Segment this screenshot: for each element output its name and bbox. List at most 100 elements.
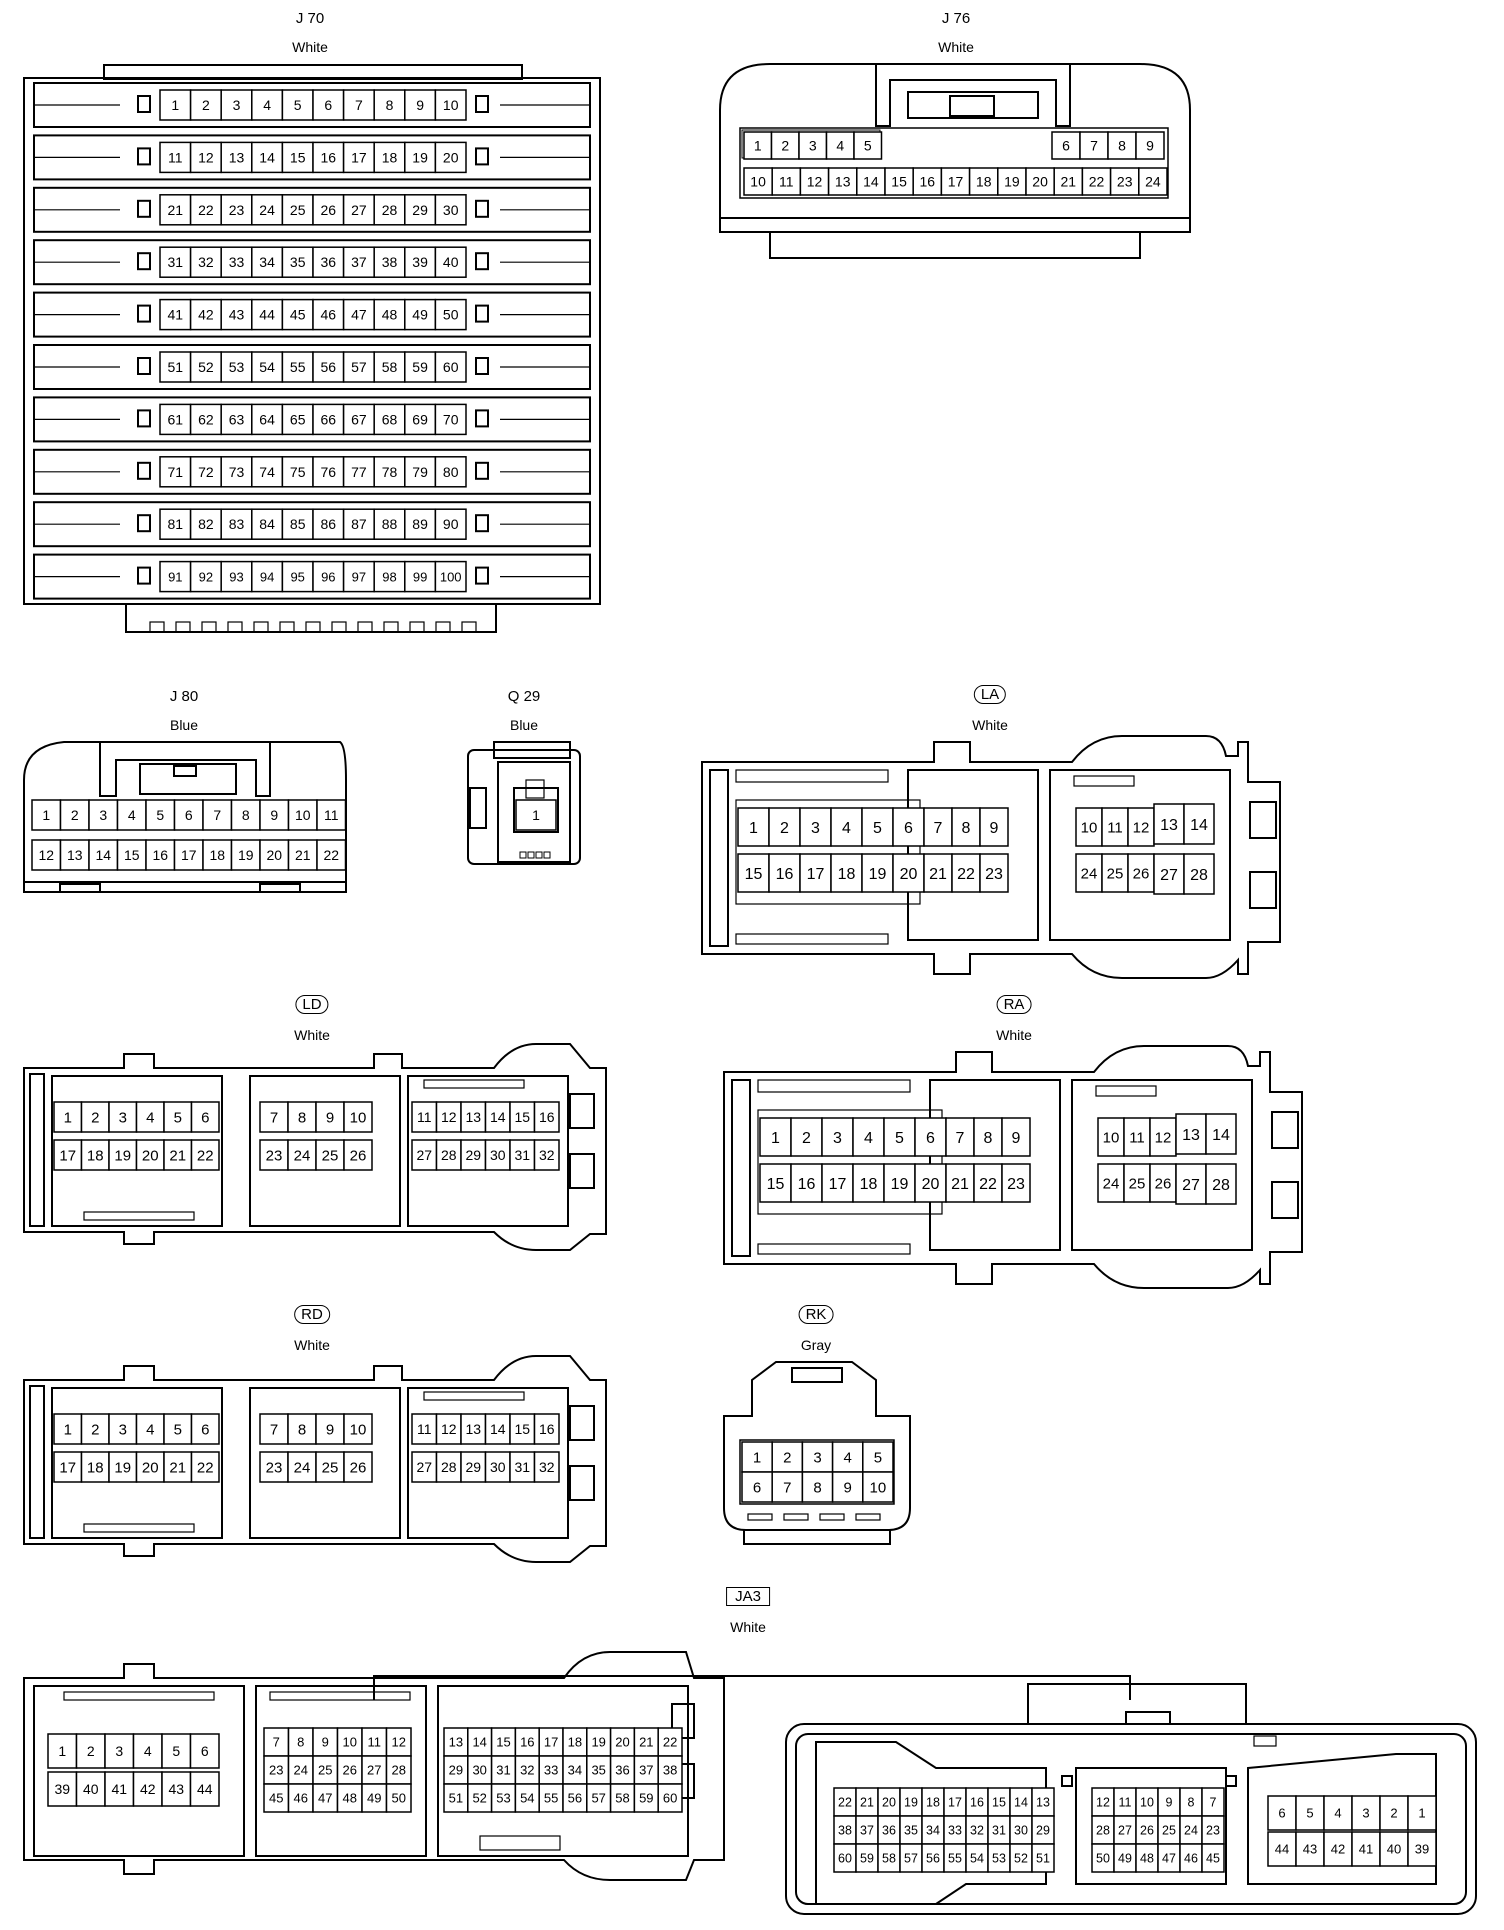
pin-cell-j70-58 [373, 351, 406, 383]
pin-cell-j80-9 [259, 799, 290, 831]
pin-ja3-13: 13 [449, 1735, 463, 1750]
pin-ja3-28: 28 [392, 1763, 406, 1778]
pin-ra-26: 26 [1155, 1175, 1172, 1192]
j70-latch [137, 461, 151, 480]
pin-cell-rd-7 [259, 1413, 289, 1445]
pin-ja3-43: 43 [168, 1781, 184, 1797]
pin-cell-ra-3 [821, 1117, 854, 1157]
j70-latch [475, 199, 489, 218]
j70-latch [475, 461, 489, 480]
pin-ja3-19: 19 [904, 1796, 918, 1810]
pin-j70-27: 27 [351, 202, 367, 218]
connector-color-q29: Blue [509, 717, 539, 733]
pin-ja3-5: 5 [1306, 1806, 1313, 1821]
pin-cell-j70-59 [404, 351, 437, 383]
pin-rd-24: 24 [294, 1459, 311, 1476]
pin-cell-ja3-2 [75, 1733, 106, 1769]
pin-ld-20: 20 [142, 1147, 159, 1164]
pin-cell-ld-30 [484, 1139, 511, 1171]
pin-cell-j70-29 [404, 194, 437, 226]
pin-cell-la-19 [861, 853, 894, 893]
pin-ja3-46: 46 [1184, 1852, 1198, 1866]
pin-cell-j70-83 [220, 508, 253, 540]
pin-cell-j70-17 [342, 141, 375, 174]
pin-j70-79: 79 [412, 464, 428, 480]
pin-j70-87: 87 [351, 516, 367, 532]
pin-j70-10: 10 [443, 97, 459, 113]
pin-cell-j70-91 [159, 560, 192, 593]
pin-cell-la-26 [1127, 853, 1155, 893]
ld-bottom-slot [83, 1211, 195, 1221]
pin-cell-ld-20 [135, 1139, 165, 1171]
pin-j70-86: 86 [321, 516, 337, 532]
pin-cell-ra-5 [883, 1117, 916, 1157]
pin-ja3-46: 46 [294, 1791, 308, 1806]
j70-bottom-tooth [227, 621, 243, 633]
j70-bottom-tooth [357, 621, 373, 633]
pin-cell-rd-6 [190, 1413, 220, 1445]
pin-ra-12: 12 [1155, 1129, 1172, 1146]
pin-cell-la-15 [737, 853, 770, 893]
pin-j70-70: 70 [443, 411, 459, 427]
pin-ja3-31: 31 [496, 1763, 510, 1778]
pin-j76-23: 23 [1117, 174, 1133, 190]
pin-cell-ja3-3 [1351, 1795, 1381, 1831]
pin-rd-18: 18 [87, 1459, 104, 1476]
pin-ja3-35: 35 [904, 1824, 918, 1838]
pin-ra-11: 11 [1129, 1129, 1145, 1146]
pin-j70-59: 59 [412, 359, 428, 375]
pin-cell-ja3-42 [132, 1771, 163, 1807]
pin-cell-ja3-26 [336, 1755, 363, 1785]
pin-j70-92: 92 [199, 569, 213, 584]
pin-cell-rd-20 [135, 1451, 165, 1483]
ra-left-rail [731, 1079, 751, 1257]
pin-cell-ja3-6 [1267, 1795, 1297, 1831]
pin-cell-la-11 [1101, 807, 1129, 847]
pin-ja3-12: 12 [392, 1735, 406, 1750]
pin-la-25: 25 [1107, 865, 1124, 882]
pin-cell-j70-4 [251, 89, 284, 121]
pin-j80-13: 13 [67, 847, 83, 863]
pin-cell-la-12 [1127, 807, 1155, 847]
pin-cell-j70-25 [281, 194, 314, 226]
pin-ja3-30: 30 [1014, 1824, 1028, 1838]
j70-latch [475, 357, 489, 375]
ja3-right-inner [795, 1733, 1467, 1905]
ja3-left-block-b [255, 1685, 427, 1857]
la-bottom-slot [735, 933, 889, 945]
pin-ra-23: 23 [1007, 1176, 1025, 1193]
pin-j76-12: 12 [807, 174, 823, 190]
pin-ja3-21: 21 [639, 1735, 653, 1750]
j70-bottom-tooth [383, 621, 399, 633]
pin-ja3-14: 14 [472, 1735, 486, 1750]
j70-bottom-lock [125, 604, 497, 633]
pin-la-24: 24 [1081, 865, 1098, 882]
pin-ja3-37: 37 [860, 1824, 874, 1838]
pin-j70-56: 56 [321, 359, 337, 375]
pin-j70-63: 63 [229, 411, 245, 427]
ld-left-rail [29, 1073, 45, 1227]
rk-vent [747, 1513, 773, 1521]
pin-j70-98: 98 [382, 569, 396, 584]
pin-cell-ra-8 [973, 1117, 1003, 1157]
pin-ja3-2: 2 [1390, 1806, 1397, 1821]
pin-j70-37: 37 [351, 254, 367, 270]
pin-cell-ra-18 [852, 1163, 885, 1203]
pin-cell-j76-18 [968, 167, 999, 196]
pin-rd-3: 3 [119, 1421, 127, 1438]
pin-cell-j76-4 [825, 131, 855, 160]
pin-j76-24: 24 [1145, 174, 1161, 190]
ld-block-c [407, 1075, 569, 1227]
pin-cell-rd-16 [533, 1413, 560, 1445]
pin-j80-15: 15 [124, 847, 140, 863]
ra-bottom-slot [757, 1243, 911, 1255]
pin-j70-95: 95 [290, 569, 304, 584]
pin-la-19: 19 [869, 866, 887, 883]
pin-ja3-24: 24 [294, 1763, 308, 1778]
pin-cell-la-7 [923, 807, 953, 847]
pin-ld-29: 29 [465, 1147, 481, 1163]
pin-ld-12: 12 [441, 1109, 457, 1125]
pin-cell-j80-15 [116, 839, 147, 871]
pin-la-9: 9 [990, 820, 999, 837]
pin-j70-26: 26 [321, 202, 337, 218]
